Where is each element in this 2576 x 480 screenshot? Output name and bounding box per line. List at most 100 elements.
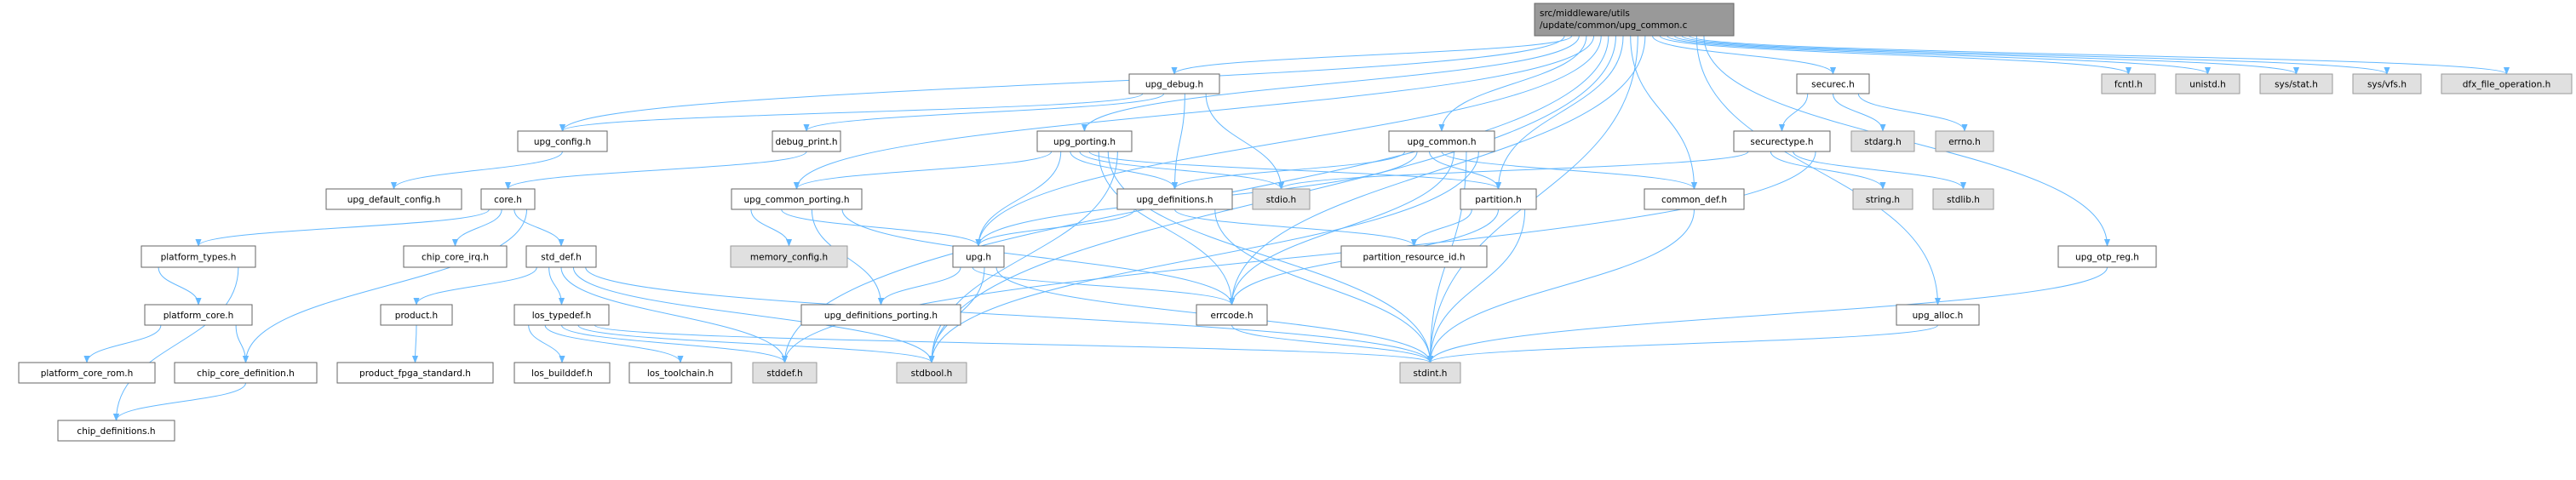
edge-core-to-std_def [513,209,565,247]
edge-common_def-to-stdint [1426,209,1695,363]
node-upg[interactable]: upg.h [952,245,1005,268]
node-errcode[interactable]: errcode.h [1196,304,1268,326]
node-label: core.h [494,195,522,205]
node-upg-alloc[interactable]: upg_alloc.h [1896,304,1980,326]
node-box [513,304,610,326]
node-box [1388,130,1495,152]
node-label: platform_core.h [164,311,234,321]
node-box [1935,130,1994,152]
edge-los_typedef-to-stdbool [577,324,935,363]
node-upg-definitions[interactable]: upg_definitions.h [1116,188,1233,210]
edge-std_def-to-stdbool [572,266,935,363]
node-upg-debug[interactable]: upg_debug.h [1128,73,1220,94]
node-upg-common[interactable]: upg_common.h [1388,130,1495,152]
edge-main-to-securec [1652,35,1837,75]
node-core[interactable]: core.h [480,188,536,210]
node-upg-porting[interactable]: upg_porting.h [1036,130,1133,152]
node-common-def[interactable]: common_def.h [1644,188,1745,210]
node-platform-core-rom[interactable]: platform_core_rom.h [18,362,156,384]
edge-product-to-product_fpga_standard [411,324,419,363]
edge-main-to-partition [1495,35,1624,190]
node-upg-config[interactable]: upg_config.h [517,130,608,152]
edge-errcode-to-stdint [1231,324,1434,363]
node-box [480,188,536,210]
node-label: product.h [395,311,438,321]
node-label: upg.h [966,253,991,263]
node-label: los_builddef.h [531,369,593,379]
node-root-file[interactable]: src/middleware/utils/update/common/upg_c… [1534,3,1735,37]
node-label: stdint.h [1414,369,1448,379]
node-box [403,245,508,268]
node-chip-core-definition[interactable]: chip_core_definition.h [174,362,318,384]
edge-securectype-to-stdlib [1793,151,1967,190]
node-platform-core[interactable]: platform_core.h [144,304,253,326]
node-sys-vfs: sys/vfs.h [2352,73,2422,94]
edge-securec-to-stdarg [1833,93,1886,132]
node-std-def[interactable]: std_def.h [525,245,597,268]
node-box [380,304,453,326]
node-box [336,362,494,384]
edge-los_typedef-to-los_builddef [528,324,565,363]
node-label: stdbool.h [911,369,953,379]
edge-los_typedef-to-los_toolchain [544,324,684,363]
node-label: securec.h [1811,80,1855,90]
node-partition[interactable]: partition.h [1460,188,1537,210]
node-securectype[interactable]: securectype.h [1733,130,1831,152]
node-box [141,245,256,268]
node-chip-definitions[interactable]: chip_definitions.h [57,420,175,442]
node-partition-resource-id[interactable]: partition_resource_id.h [1340,245,1488,268]
node-stddef: stddef.h [752,362,818,384]
node-product-fpga-standard[interactable]: product_fpga_standard.h [336,362,494,384]
edge-platform_core-to-platform_core_rom [83,324,162,363]
node-box [952,245,1005,268]
node-label: stddef.h [766,369,802,379]
node-errno: errno.h [1935,130,1994,152]
node-label: partition_resource_id.h [1363,253,1465,263]
node-box [174,362,318,384]
edge-securec-to-securectype [1778,93,1809,132]
node-box [144,304,253,326]
edges-layer [83,35,2510,421]
edge-upg_common_porting-to-upg [781,209,982,247]
edge-main-to-fcntl [1659,35,2131,75]
node-label: debug_print.h [775,137,837,147]
edge-main-to-upg_config [559,35,1565,132]
edge-main-to-errcode [1228,35,1646,306]
node-debug-print[interactable]: debug_print.h [772,130,841,152]
node-product[interactable]: product.h [380,304,453,326]
node-label: unistd.h [2189,80,2225,90]
edge-platform_core-to-chip_core_definition [235,324,250,363]
node-label: product_fpga_standard.h [359,369,471,379]
node-los-toolchain[interactable]: los_toolchain.h [628,362,732,384]
edge-upg_definitions-to-stdint [1214,209,1434,363]
node-string: string.h [1852,188,1913,210]
node-upg-default-config[interactable]: upg_default_config.h [325,188,462,210]
edge-upg_config-to-upg_default_config [390,151,563,190]
node-memory-config: memory_config.h [730,245,848,268]
node-label: sys/vfs.h [2367,80,2407,90]
node-upg-definitions-porting[interactable]: upg_definitions_porting.h [800,304,961,326]
node-label: string.h [1866,195,1900,205]
edge-main-to-upg_debug [1171,35,1573,75]
node-los-typedef[interactable]: los_typedef.h [513,304,610,326]
node-label: chip_core_irq.h [422,253,489,263]
node-box [1036,130,1133,152]
node-platform-types[interactable]: platform_types.h [141,245,256,268]
node-label: upg_debug.h [1145,80,1203,90]
edge-securec-to-errno [1857,93,1968,132]
edge-std_def-to-product [413,266,537,306]
node-box [1896,304,1980,326]
node-los-builddef[interactable]: los_builddef.h [513,362,611,384]
edge-securectype-to-string [1770,151,1886,190]
node-box [1852,188,1913,210]
edge-upg_definitions-to-partition_resource_id [1174,209,1417,247]
edge-std_def-to-stdint [585,266,1433,363]
node-chip-core-irq[interactable]: chip_core_irq.h [403,245,508,268]
node-box [800,304,961,326]
node-securec[interactable]: securec.h [1796,73,1870,94]
node-label: securectype.h [1750,137,1813,147]
node-upg-otp-reg[interactable]: upg_otp_reg.h [2057,245,2157,268]
edge-los_typedef-to-stdint [594,324,1433,363]
node-stdlib: stdlib.h [1932,188,1994,210]
node-upg-common-porting[interactable]: upg_common_porting.h [731,188,863,210]
